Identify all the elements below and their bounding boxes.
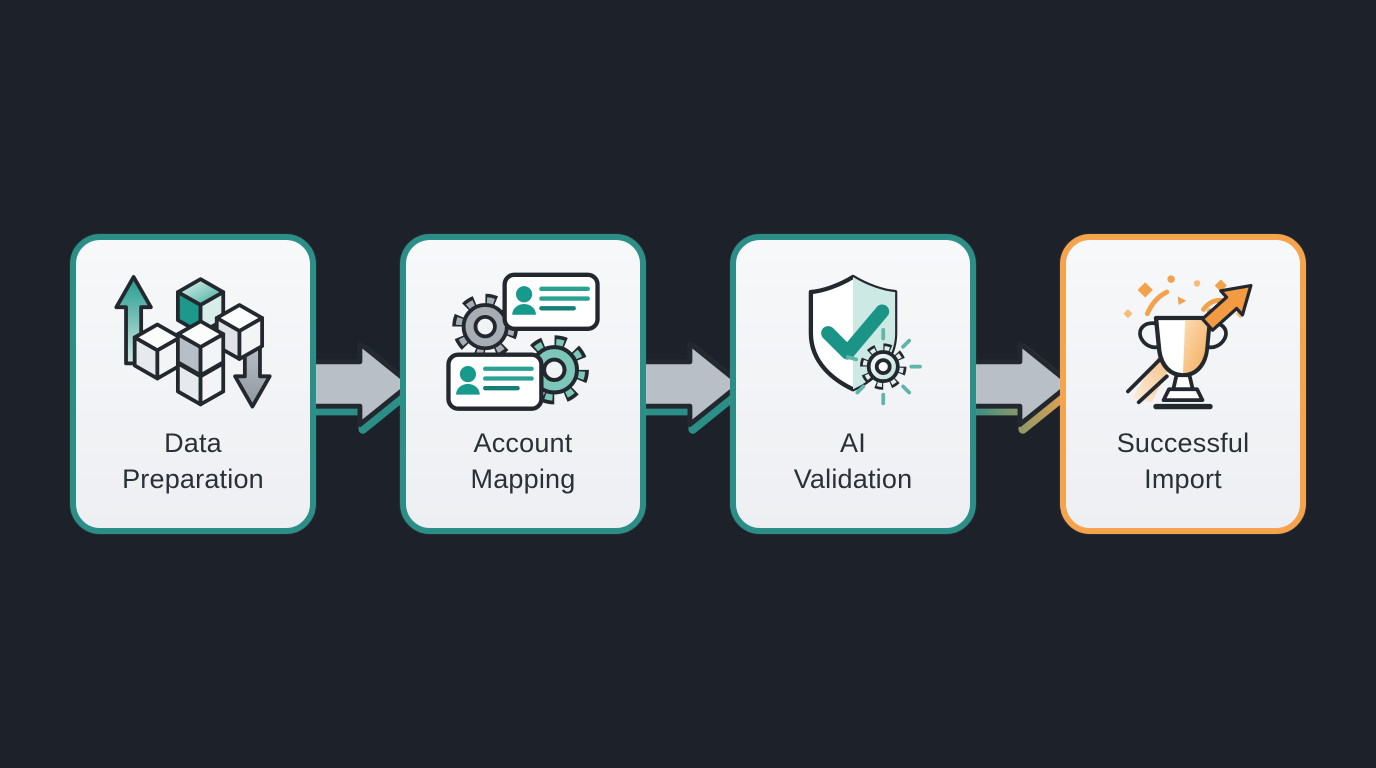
step-label-line1: AI bbox=[840, 428, 866, 458]
step-label-line2: Validation bbox=[793, 463, 913, 494]
step-card-data-preparation: Data Preparation bbox=[70, 234, 316, 534]
step-label-line2: Mapping bbox=[470, 463, 576, 494]
flow-arrow-icon bbox=[962, 341, 1078, 434]
step-label: Successful Import bbox=[1117, 426, 1250, 497]
step-label: Data Preparation bbox=[122, 426, 264, 497]
flow-arrow-icon bbox=[302, 341, 418, 434]
connector-1 bbox=[302, 324, 418, 444]
connector-3 bbox=[962, 324, 1078, 444]
step-card-account-mapping: Account Mapping bbox=[400, 234, 646, 534]
step-label-line1: Account bbox=[473, 428, 573, 458]
flow-arrow-icon bbox=[632, 341, 748, 434]
step-label: AI Validation bbox=[794, 426, 913, 497]
step-card-ai-validation: AI Validation bbox=[730, 234, 976, 534]
step-label: Account Mapping bbox=[471, 426, 576, 497]
step-label-line2: Preparation bbox=[122, 463, 264, 494]
step-label-line2: Import bbox=[1144, 463, 1222, 494]
trophy-celebration-icon bbox=[1123, 275, 1253, 410]
data-cubes-icon bbox=[114, 275, 272, 409]
connector-2 bbox=[632, 324, 748, 444]
shield-check-gear-icon bbox=[808, 274, 922, 406]
step-label-line1: Successful bbox=[1116, 428, 1250, 458]
step-label-line1: Data bbox=[164, 428, 222, 458]
step-card-successful-import: Successful Import bbox=[1060, 234, 1306, 534]
gears-contact-cards-icon bbox=[446, 272, 600, 411]
